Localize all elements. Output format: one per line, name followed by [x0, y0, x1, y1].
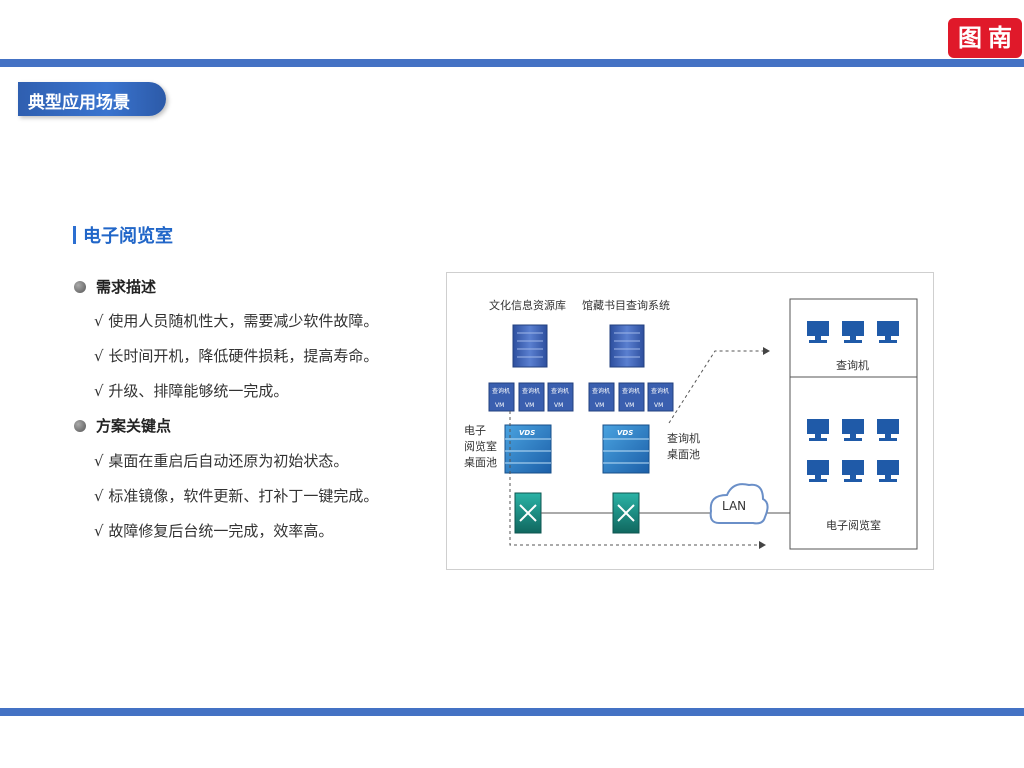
pool2-label: 查询机 桌面池 — [667, 432, 700, 461]
svg-text:查询机: 查询机 — [592, 387, 610, 395]
list-item: √ 使用人员随机性大，需要减少软件故障。 — [94, 312, 379, 330]
dotted-arrow — [509, 411, 766, 549]
vds-labels: VDS VDS — [519, 429, 633, 437]
section-tag: 典型应用场景 — [18, 82, 166, 116]
dotted-arrow — [668, 347, 770, 424]
svg-text:VDS: VDS — [519, 429, 535, 437]
svg-text:VM: VM — [525, 402, 534, 409]
vm-labels: 查询机 VM 查询机 VM 查询机 VM 查询机 VM 查询机 VM 查询机 V… — [492, 387, 669, 409]
logo-char-2: 南 — [988, 23, 1012, 52]
section-heading-requirements: 需求描述 — [74, 276, 156, 297]
section-heading-key-points: 方案关键点 — [74, 415, 171, 436]
section-heading-text: 需求描述 — [96, 278, 157, 296]
vm-group-1 — [488, 382, 574, 412]
cloud-icon — [709, 483, 769, 525]
lan-label: LAN — [722, 499, 747, 513]
diagram-graphics: 查询机 VM 查询机 VM 查询机 VM 查询机 VM 查询机 VM 查询机 V… — [488, 298, 918, 550]
network-diagram: 查询机 VM 查询机 VM 查询机 VM 查询机 VM 查询机 VM 查询机 V… — [446, 272, 934, 570]
svg-text:VM: VM — [595, 402, 604, 409]
bullet-dot-icon — [74, 280, 86, 293]
vds-pool-icon — [504, 424, 552, 474]
subtitle-bar — [73, 226, 76, 244]
switch-icon — [612, 492, 640, 534]
bottom-accent-bar — [0, 708, 1024, 716]
server-icon — [512, 324, 548, 368]
list-item: √ 桌面在重启后自动还原为初始状态。 — [94, 452, 349, 470]
list-item: √ 标准镜像，软件更新、打补丁一键完成。 — [94, 487, 379, 505]
top-accent-bar — [0, 59, 1024, 67]
list-item: √ 故障修复后台统一完成，效率高。 — [94, 522, 334, 540]
bullet-dot-icon — [74, 419, 86, 432]
svg-text:查询机: 查询机 — [492, 387, 510, 395]
server2-label: 馆藏书目查询系统 — [582, 299, 670, 312]
vm-group-2 — [588, 382, 674, 412]
pool1-label: 电子 阅览室 桌面池 — [464, 424, 497, 469]
switch-icon — [514, 492, 542, 534]
server-icon — [609, 324, 645, 368]
monitor-group-reading — [807, 419, 899, 482]
svg-text:查询机: 查询机 — [651, 387, 669, 395]
list-item: √ 长时间开机，降低硬件损耗，提高寿命。 — [94, 347, 379, 365]
logo-char-1: 图 — [958, 23, 982, 52]
room-reading-label: 电子阅览室 — [826, 519, 881, 532]
svg-text:查询机: 查询机 — [551, 387, 569, 395]
logo: 图 南 — [948, 18, 1022, 58]
section-heading-text: 方案关键点 — [96, 417, 172, 435]
svg-text:查询机: 查询机 — [522, 387, 540, 395]
svg-text:VDS: VDS — [617, 429, 633, 437]
svg-text:查询机: 查询机 — [622, 387, 640, 395]
list-item: √ 升级、排障能够统一完成。 — [94, 382, 289, 400]
room-query-label: 查询机 — [836, 359, 869, 372]
page-subtitle: 电子阅览室 — [73, 222, 173, 248]
svg-text:VM: VM — [554, 402, 563, 409]
monitor-group-query — [807, 321, 899, 343]
server1-label: 文化信息资源库 — [489, 299, 566, 312]
subtitle-text: 电子阅览室 — [83, 226, 173, 247]
svg-text:VM: VM — [495, 402, 504, 409]
svg-text:VM: VM — [625, 402, 634, 409]
vds-pool-icon — [602, 424, 650, 474]
svg-text:VM: VM — [654, 402, 663, 409]
section-tag-label: 典型应用场景 — [28, 93, 130, 113]
